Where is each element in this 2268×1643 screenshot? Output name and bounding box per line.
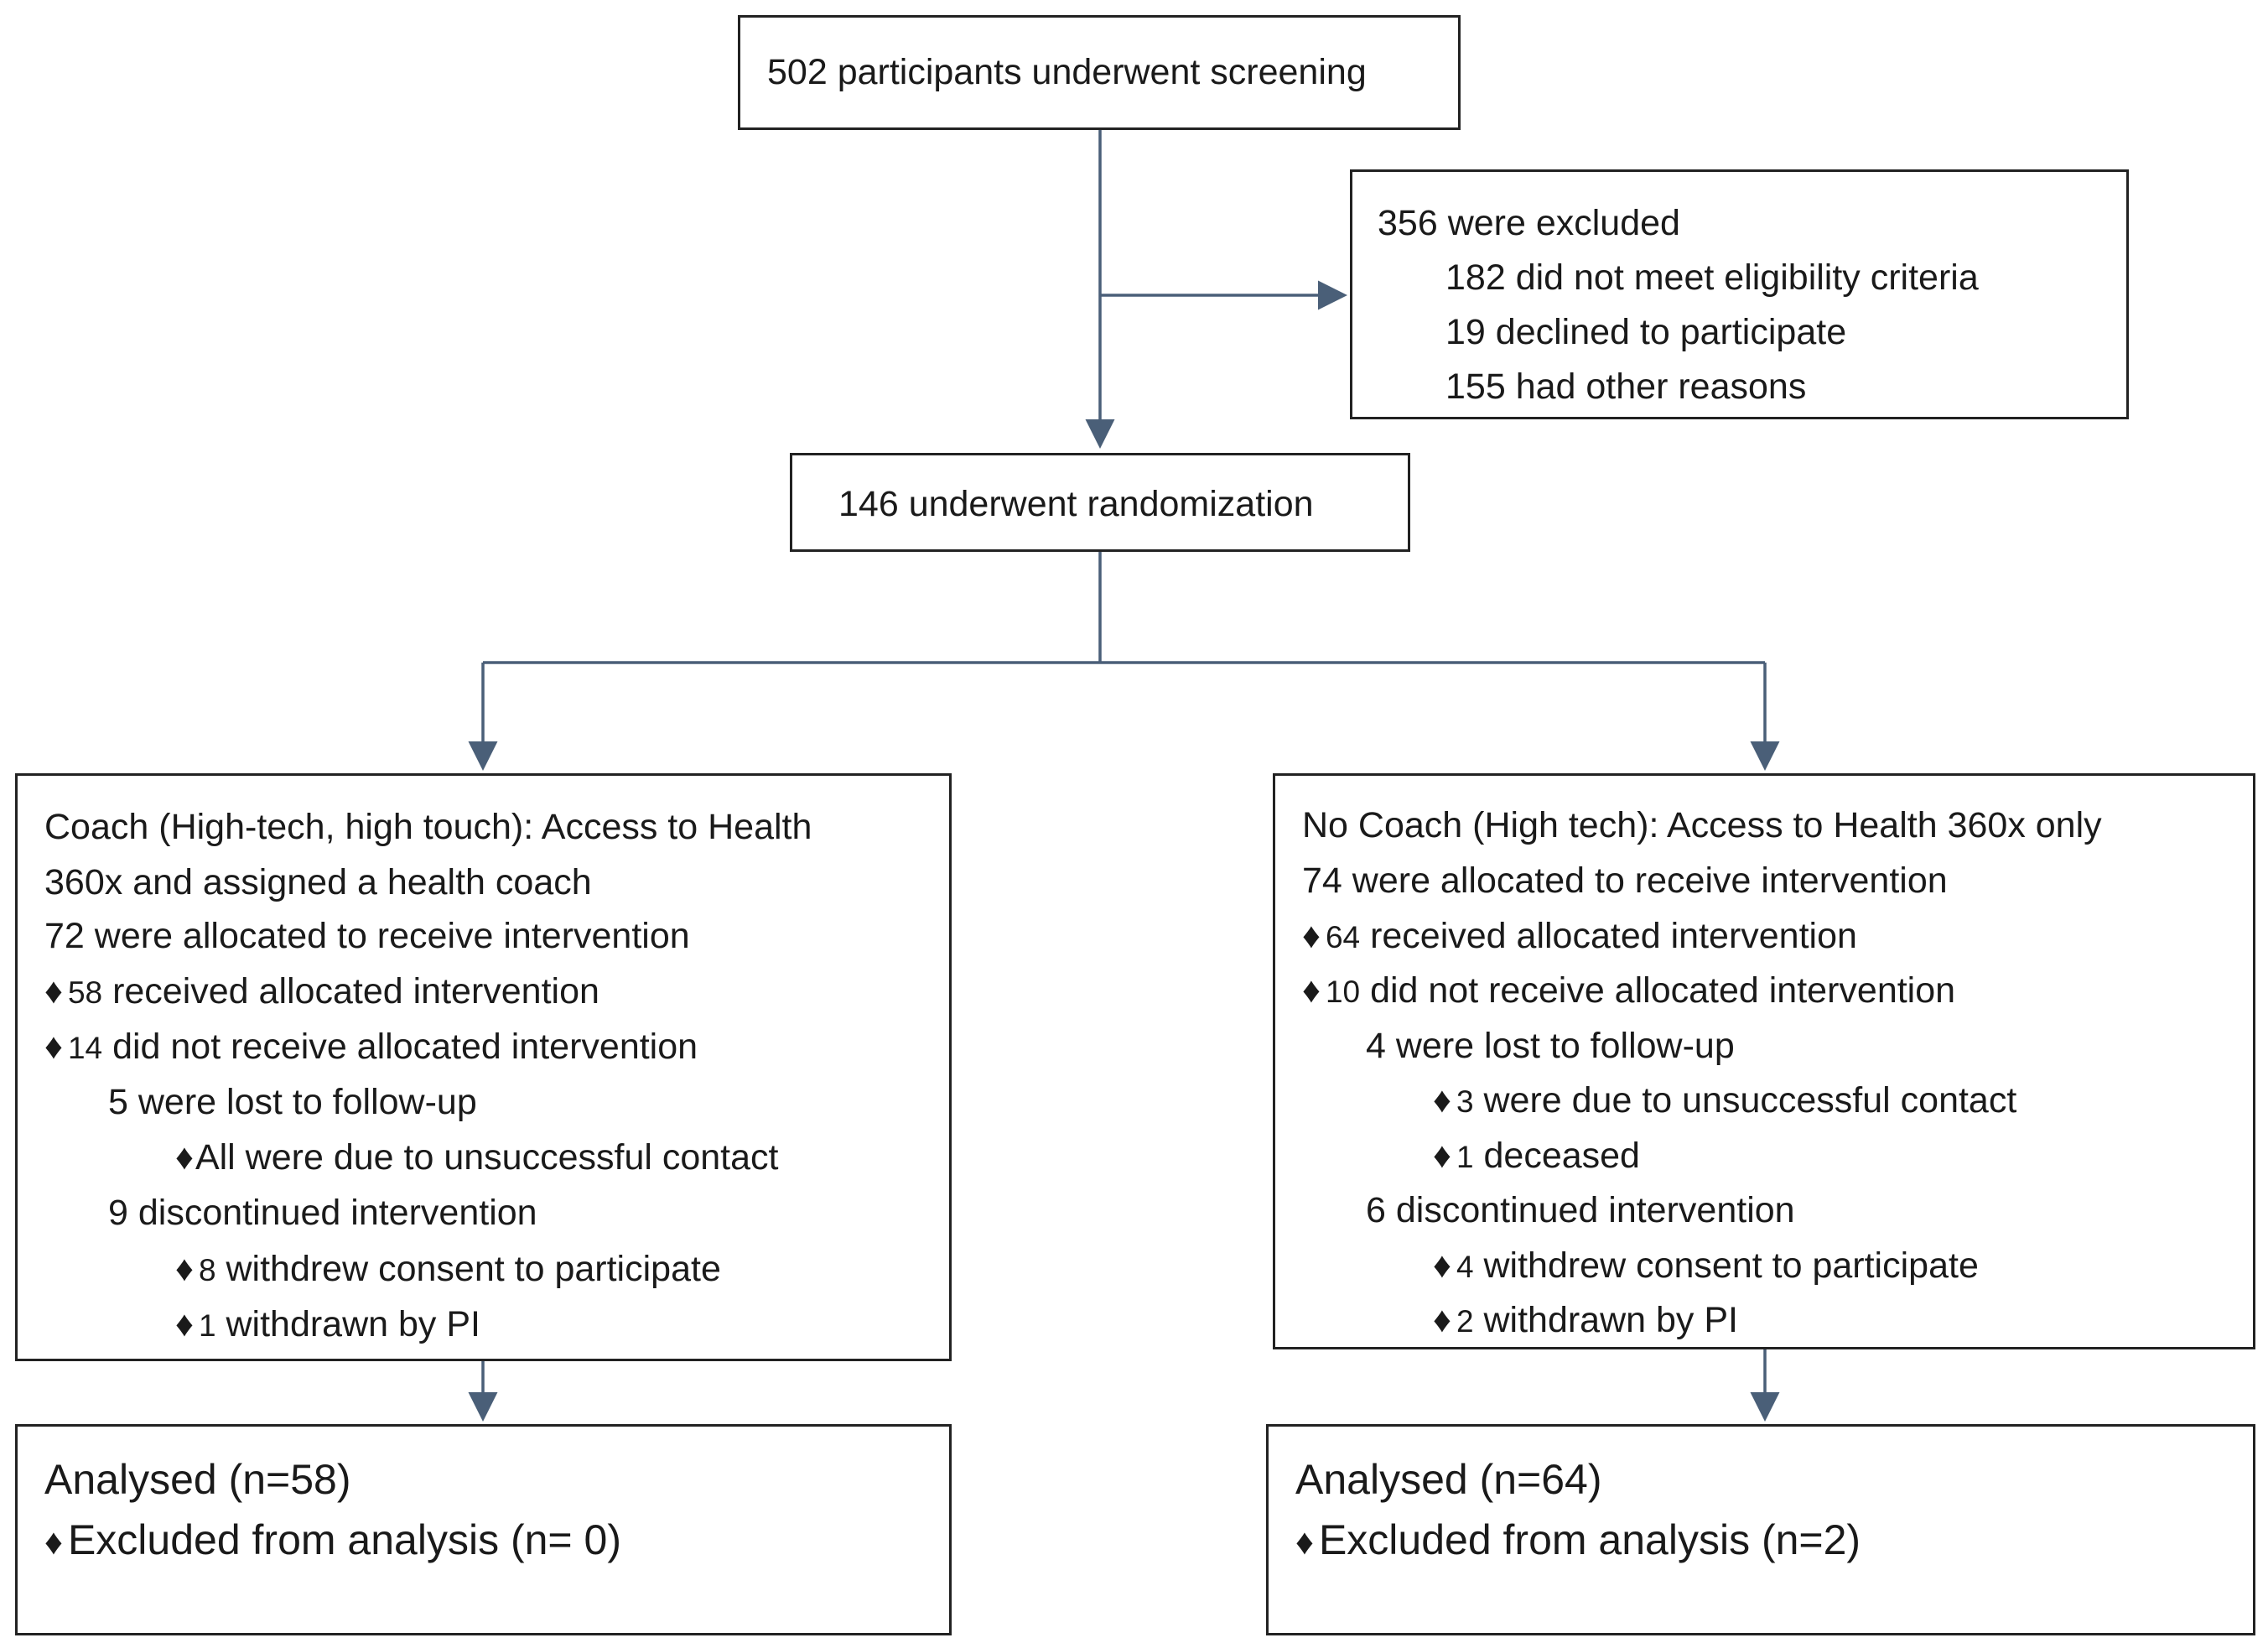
nocoach-excluded-from-analysis: ♦Excluded from analysis (n=2) [1295,1516,1861,1563]
nocoach-lost-detail: ♦3 were due to unsuccessful contact [1433,1080,2017,1120]
coach-not-received: ♦14 did not receive allocated interventi… [44,1027,698,1067]
randomization-text: 146 underwent randomization [838,484,1314,524]
screening-box: 502 participants underwent screening [738,15,1461,130]
nocoach-deceased: ♦1 deceased [1433,1136,1640,1176]
diamond-bullet-icon: ♦ [175,1304,194,1344]
nocoach-discontinued: 6 discontinued intervention [1366,1190,1795,1230]
diamond-bullet-icon: ♦ [44,1027,63,1067]
coach-withdrew: ♦8 withdrew consent to participate [175,1249,721,1289]
excluded-reason: 155 had other reasons [1445,367,1807,407]
diamond-bullet-icon: ♦ [1433,1245,1451,1286]
diamond-bullet-icon: ♦ [1433,1136,1451,1176]
excluded-title: 356 were excluded [1378,203,1680,243]
coach-received: ♦58 received allocated intervention [44,971,599,1011]
nocoach-lost: 4 were lost to follow-up [1366,1026,1735,1066]
nocoach-withdrew: ♦4 withdrew consent to participate [1433,1245,1979,1286]
nocoach-received: ♦64 received allocated intervention [1302,916,1857,956]
randomization-box: 146 underwent randomization [790,453,1410,552]
screening-text: 502 participants underwent screening [767,52,1367,92]
coach-discontinued: 9 discontinued intervention [108,1193,537,1233]
diamond-bullet-icon: ♦ [1295,1522,1314,1562]
diamond-bullet-icon: ♦ [44,971,63,1011]
diamond-bullet-icon: ♦ [44,1522,63,1562]
diamond-bullet-icon: ♦ [1433,1080,1451,1120]
diamond-bullet-icon: ♦ [175,1137,194,1178]
coach-withdrawn: ♦1 withdrawn by PI [175,1304,481,1344]
coach-title: Coach (High-tech, high touch): Access to… [44,807,812,847]
coach-lost-detail: ♦All were due to unsuccessful contact [175,1137,779,1178]
nocoach-allocated: 74 were allocated to receive interventio… [1302,860,1948,901]
nocoach-analysed: Analysed (n=64) [1295,1456,1602,1503]
excluded-box: 356 were excluded 182 did not meet eligi… [1350,169,2129,419]
diamond-bullet-icon: ♦ [1433,1300,1451,1340]
nocoach-arm-box: No Coach (High tech): Access to Health 3… [1273,773,2255,1349]
nocoach-not-received: ♦10 did not receive allocated interventi… [1302,970,1956,1011]
coach-analysis-box: Analysed (n=58) ♦Excluded from analysis … [15,1424,952,1635]
coach-allocated: 72 were allocated to receive interventio… [44,916,690,956]
coach-title: 360x and assigned a health coach [44,862,592,902]
diamond-bullet-icon: ♦ [175,1249,194,1289]
coach-excluded-from-analysis: ♦Excluded from analysis (n= 0) [44,1516,621,1563]
nocoach-title: No Coach (High tech): Access to Health 3… [1302,805,2102,845]
excluded-reason: 19 declined to participate [1445,312,1847,352]
nocoach-analysis-box: Analysed (n=64) ♦Excluded from analysis … [1266,1424,2255,1635]
diamond-bullet-icon: ♦ [1302,970,1321,1011]
nocoach-withdrawn: ♦2 withdrawn by PI [1433,1300,1739,1340]
coach-lost: 5 were lost to follow-up [108,1082,477,1122]
diamond-bullet-icon: ♦ [1302,916,1321,956]
excluded-reason: 182 did not meet eligibility criteria [1445,257,1979,298]
coach-arm-box: Coach (High-tech, high touch): Access to… [15,773,952,1361]
coach-analysed: Analysed (n=58) [44,1456,351,1503]
